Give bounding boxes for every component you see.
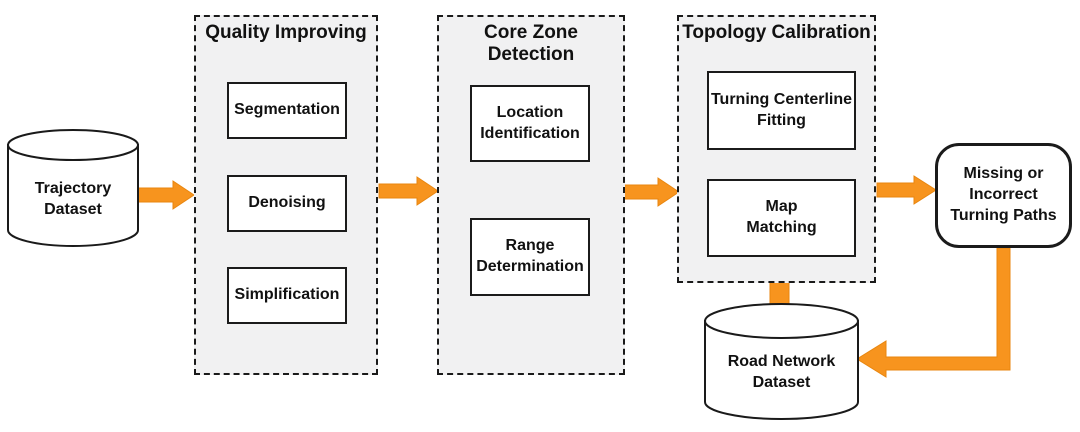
step-turning-centerline-fitting: Turning Centerline Fitting <box>707 71 856 150</box>
flow-arrow-topology-to-output <box>876 175 937 205</box>
group-topology-calibration-title: Topology Calibration <box>682 22 871 43</box>
output-missing-incorrect-turning-paths: Missing or Incorrect Turning Paths <box>935 143 1072 248</box>
step-range-determination: Range Determination <box>470 218 590 296</box>
group-quality-improving-title: Quality Improving <box>205 22 367 43</box>
group-core-zone-detection: Core Zone Detection <box>437 15 625 375</box>
step-denoising-label: Denoising <box>248 194 326 212</box>
step-denoising: Denoising <box>227 175 347 232</box>
road-network-dataset-label: Road Network Dataset <box>727 353 836 391</box>
road-network-dataset-cylinder <box>704 303 859 420</box>
flow-arrow-quality-to-corezone <box>378 176 439 206</box>
flow-arrow-trajectory-to-quality <box>137 180 195 210</box>
trajectory-dataset-label: Trajectory Dataset <box>34 180 112 218</box>
flow-arrow-output-to-roadnetwork <box>856 247 1011 378</box>
step-map-matching: Map Matching <box>707 179 856 257</box>
output-label: Missing or Incorrect Turning Paths <box>950 165 1057 224</box>
trajectory-dataset: Trajectory Dataset <box>8 155 138 245</box>
step-segmentation-label: Segmentation <box>234 101 340 119</box>
road-network-dataset: Road Network Dataset <box>705 337 858 409</box>
step-simplification: Simplification <box>227 267 347 324</box>
step-location-identification: Location Identification <box>470 85 590 162</box>
step-map-matching-label: Map Matching <box>746 198 817 236</box>
step-turning-centerline-fitting-label: Turning Centerline Fitting <box>710 90 853 129</box>
group-core-zone-detection-title: Core Zone Detection <box>484 22 578 65</box>
flow-arrow-corezone-to-topology <box>620 177 680 207</box>
step-range-determination-label: Range Determination <box>476 237 584 275</box>
trajectory-dataset-cylinder <box>7 129 139 247</box>
step-location-identification-label: Location Identification <box>480 103 580 142</box>
step-simplification-label: Simplification <box>234 286 340 304</box>
step-segmentation: Segmentation <box>227 82 347 139</box>
